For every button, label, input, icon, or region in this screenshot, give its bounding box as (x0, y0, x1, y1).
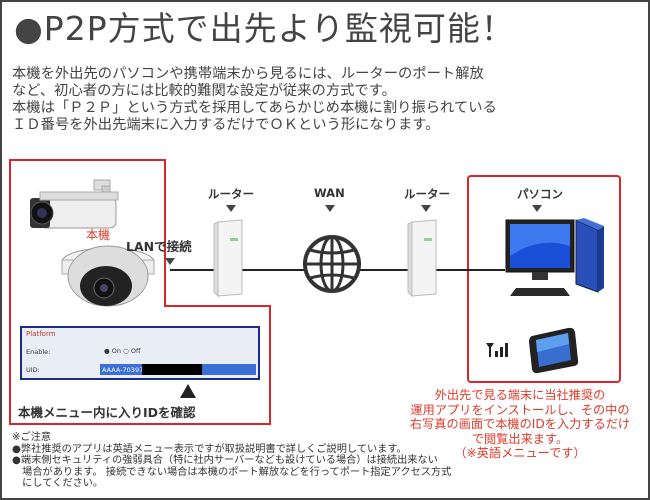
dome-camera-icon (61, 245, 155, 307)
lan-arrow-icon (165, 258, 175, 265)
uid-redaction (142, 364, 202, 375)
footer-line: ※ご注意 (12, 432, 52, 443)
page-title: ●P2P方式で出先より監視可能！ (14, 9, 515, 48)
platform-panel: Platform Enable: ● On ○ Off UID: AAAA-70… (20, 326, 260, 380)
smartphone-icon (529, 327, 579, 374)
router-right-label: ルーター (404, 187, 450, 201)
router-icon (213, 219, 243, 298)
intro-line: 本機は「Ｐ２Ｐ」という方式を採用してあらかじめ本機に割り振られている (12, 100, 497, 116)
globe-icon (303, 235, 361, 293)
uid-field[interactable]: AAAA-703973 (100, 364, 256, 375)
panel-enable-radios: ● On ○ Off (104, 347, 140, 355)
radio-off-icon[interactable]: ○ (123, 347, 129, 355)
radio-on-icon[interactable]: ● (104, 347, 110, 355)
footer-notes: ※ご注意 ●弊社推奨のアプリは英語メニュー表示ですが取扱説明書で詳しくご説明して… (12, 432, 642, 490)
intro-text: 本機を外出先のパソコンや携帯端末から見るには、ルーターのポート解放 など、初心者… (12, 66, 642, 134)
remote-note-line: 右写真の画面で本機のIDを入力するだけ (409, 417, 631, 431)
footer-line: にしてください。 (12, 478, 104, 490)
pc-arrow-icon (532, 205, 542, 212)
remote-note-line: （※英語メニューです） (454, 446, 586, 460)
router-left-label: ルーター (208, 187, 254, 201)
panel-title: Platform (26, 330, 56, 338)
wan-arrow-icon (325, 205, 335, 212)
remote-note-line: で閲覧出来ます。 (471, 431, 569, 446)
router-right-arrow-icon (421, 205, 431, 212)
camera-zone-outline (9, 159, 271, 425)
wan-label: WAN (314, 186, 345, 200)
panel-enable-label: Enable: (26, 348, 51, 356)
intro-line: ＩＤ番号を外出先端末に入力するだけでＯＫという形になります。 (12, 117, 440, 133)
lan-label: LANで接続 (126, 239, 192, 254)
footer-line: ●弊社推奨のアプリは英語メニュー表示ですが取扱説明書で詳しくご説明しています。 (12, 443, 407, 455)
bullet-camera-icon (30, 179, 119, 229)
radio-off-label: Off (130, 347, 141, 355)
footer-line: 場合があります。 接続できない場合は本機のポート解放などを行ってポート指定アクセ… (12, 466, 452, 478)
router-left-arrow-icon (226, 205, 236, 212)
radio-on-label: On (111, 347, 121, 355)
panel-uid-label: UID: (26, 366, 40, 374)
footer-line: ●端末側セキュリティの強弱具合（特に社内サーバーなども設けている場合）は接続出来… (12, 455, 438, 467)
uid-value: AAAA-703973 (102, 366, 148, 374)
remote-note: 外出先で見る端末に当社推奨の 運用アプリをインストールし、その中の 右写真の画面… (405, 388, 635, 461)
desktop-pc-icon (505, 218, 604, 296)
intro-line: など、初心者の方には比較的難関な設定が従来の方式です。 (12, 83, 396, 99)
menu-caption: 本機メニュー内に入りIDを確認 (18, 405, 196, 420)
up-arrow-icon (180, 384, 196, 398)
remote-note-line: 外出先で見る端末に当社推奨の (434, 388, 606, 402)
pc-label: パソコン (517, 187, 563, 201)
intro-line: 本機を外出先のパソコンや携帯端末から見るには、ルーターのポート解放 (12, 66, 484, 82)
signal-icon (486, 343, 508, 357)
router-icon (407, 219, 437, 298)
camera-label: 本機 (86, 228, 111, 242)
remote-zone-outline (467, 175, 621, 383)
remote-note-line: 運用アプリをインストールし、その中の (410, 402, 630, 417)
